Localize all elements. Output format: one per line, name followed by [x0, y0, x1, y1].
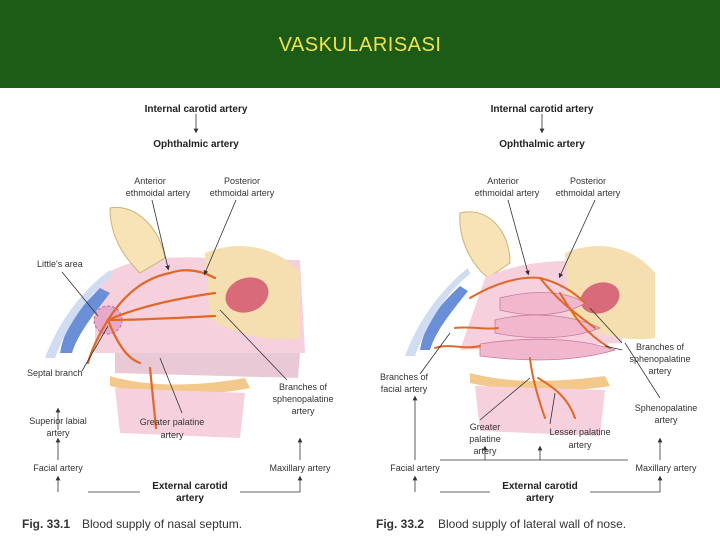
label-branches-facial-line2: facial artery [381, 384, 428, 394]
label-sphenopalatine-line1: Sphenopalatine [635, 403, 698, 413]
label-ophthalmic: Ophthalmic artery [153, 139, 239, 150]
label-facial-artery: Facial artery [33, 463, 83, 473]
label-posterior-line2: ethmoidal artery [556, 188, 621, 198]
label-internal-carotid: Internal carotid artery [145, 104, 248, 115]
label-external-carotid-line1: External carotid [502, 481, 578, 492]
label-maxillary-artery: Maxillary artery [635, 463, 697, 473]
label-branches-spheno-line1: Branches of [279, 382, 328, 392]
label-branches-spheno-line3: artery [648, 366, 672, 376]
label-sphenopalatine-line2: artery [654, 415, 678, 425]
label-anterior-line2: ethmoidal artery [475, 188, 540, 198]
caption-number: Fig. 33.1 [22, 517, 70, 531]
label-branches-spheno-line3: artery [291, 406, 315, 416]
label-anterior-line2: ethmoidal artery [126, 188, 191, 198]
slide-header: VASKULARISASI [0, 0, 720, 88]
label-littles-area: Little's area [37, 259, 83, 269]
label-internal-carotid: Internal carotid artery [491, 104, 594, 115]
label-septal-branch: Septal branch [27, 368, 83, 378]
label-external-carotid-line1: External carotid [152, 481, 228, 492]
septum-diagram: Internal carotid artery Ophthalmic arter… [22, 104, 334, 531]
label-posterior-line1: Posterior [570, 176, 606, 186]
label-greater-palatine-line2: palatine [469, 434, 501, 444]
label-external-carotid-line2: artery [176, 493, 204, 504]
caption-text: Blood supply of lateral wall of nose. [438, 517, 626, 531]
label-anterior-line1: Anterior [487, 176, 519, 186]
label-superior-labial-line1: Superior labial [29, 416, 87, 426]
label-greater-palatine-line1: Greater palatine [140, 417, 205, 427]
label-superior-labial-line2: artery [46, 428, 70, 438]
label-greater-palatine-line3: artery [473, 446, 497, 456]
lateral-wall-anatomy [405, 211, 655, 436]
label-ophthalmic: Ophthalmic artery [499, 139, 585, 150]
label-lesser-palatine-line1: Lesser palatine [549, 427, 610, 437]
label-posterior-line1: Posterior [224, 176, 260, 186]
septum-anatomy [45, 206, 305, 438]
label-branches-spheno-line2: sphenopalatine [629, 354, 690, 364]
label-greater-palatine-line1: Greater [470, 422, 501, 432]
label-maxillary-artery: Maxillary artery [269, 463, 331, 473]
lateral-wall-diagram: Internal carotid artery Ophthalmic arter… [376, 104, 698, 531]
label-branches-spheno-line2: sphenopalatine [272, 394, 333, 404]
label-greater-palatine-line2: artery [160, 430, 184, 440]
label-branches-facial-line1: Branches of [380, 372, 429, 382]
label-branches-spheno-line1: Branches of [636, 342, 685, 352]
figure-lateral-wall: Internal carotid artery Ophthalmic arter… [360, 88, 720, 540]
slide-title: VASKULARISASI [278, 34, 442, 56]
label-facial-artery: Facial artery [390, 463, 440, 473]
figure-nasal-septum: Internal carotid artery Ophthalmic arter… [0, 88, 360, 540]
label-posterior-line2: ethmoidal artery [210, 188, 275, 198]
label-anterior-line1: Anterior [134, 176, 166, 186]
label-lesser-palatine-line2: artery [568, 440, 592, 450]
caption-number: Fig. 33.2 [376, 517, 424, 531]
caption-text: Blood supply of nasal septum. [82, 517, 242, 531]
label-external-carotid-line2: artery [526, 493, 554, 504]
lateral-wall-arteries [434, 276, 611, 419]
